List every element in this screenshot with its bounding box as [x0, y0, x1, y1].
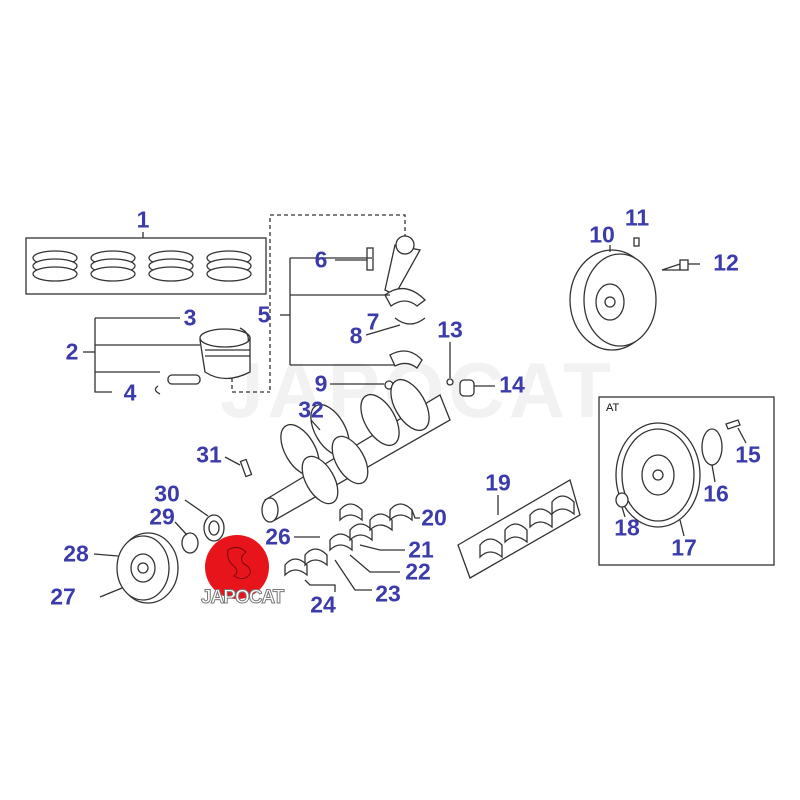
callout-28[interactable]: 28	[63, 540, 89, 567]
callout-31[interactable]: 31	[196, 441, 222, 468]
callout-30[interactable]: 30	[154, 480, 180, 507]
pilot-bearing	[446, 342, 495, 397]
at-section-label: AT	[606, 402, 620, 414]
japocat-logo	[205, 535, 269, 599]
callout-16[interactable]: 16	[703, 480, 729, 507]
callout-29[interactable]: 29	[149, 503, 175, 530]
logo-text: JAPOCAT	[200, 587, 284, 609]
callout-20[interactable]: 20	[421, 504, 447, 531]
callout-9[interactable]: 9	[314, 370, 328, 397]
callout-7[interactable]: 7	[366, 308, 380, 335]
callout-18[interactable]: 18	[614, 514, 640, 541]
callout-24[interactable]: 24	[310, 591, 336, 618]
piston	[83, 317, 270, 395]
callout-26[interactable]: 26	[265, 523, 291, 550]
flywheel	[569, 237, 700, 351]
callout-10[interactable]: 10	[589, 221, 615, 248]
callout-15[interactable]: 15	[735, 441, 761, 468]
main-bearings	[284, 503, 420, 592]
callout-5[interactable]: 5	[257, 301, 271, 328]
callout-21[interactable]: 21	[408, 536, 434, 563]
callout-32[interactable]: 32	[298, 396, 324, 423]
callout-23[interactable]: 23	[375, 580, 401, 607]
callout-3[interactable]: 3	[183, 304, 197, 331]
at-section	[598, 396, 775, 566]
connecting-rod	[269, 214, 426, 390]
callout-22[interactable]: 22	[405, 558, 431, 585]
callout-8[interactable]: 8	[349, 322, 363, 349]
callout-14[interactable]: 14	[499, 371, 525, 398]
callout-27[interactable]: 27	[50, 583, 76, 610]
callout-4[interactable]: 4	[123, 379, 137, 406]
callout-2[interactable]: 2	[65, 338, 79, 365]
callout-6[interactable]: 6	[314, 246, 328, 273]
bearing-set-19	[457, 479, 581, 579]
callout-13[interactable]: 13	[437, 316, 463, 343]
piston-rings	[25, 232, 267, 295]
crankshaft	[224, 378, 451, 523]
callout-12[interactable]: 12	[713, 249, 739, 276]
callout-1[interactable]: 1	[136, 206, 150, 233]
crank-pulley	[93, 499, 225, 604]
callout-19[interactable]: 19	[485, 469, 511, 496]
callout-17[interactable]: 17	[671, 534, 697, 561]
callout-11[interactable]: 11	[624, 204, 650, 231]
